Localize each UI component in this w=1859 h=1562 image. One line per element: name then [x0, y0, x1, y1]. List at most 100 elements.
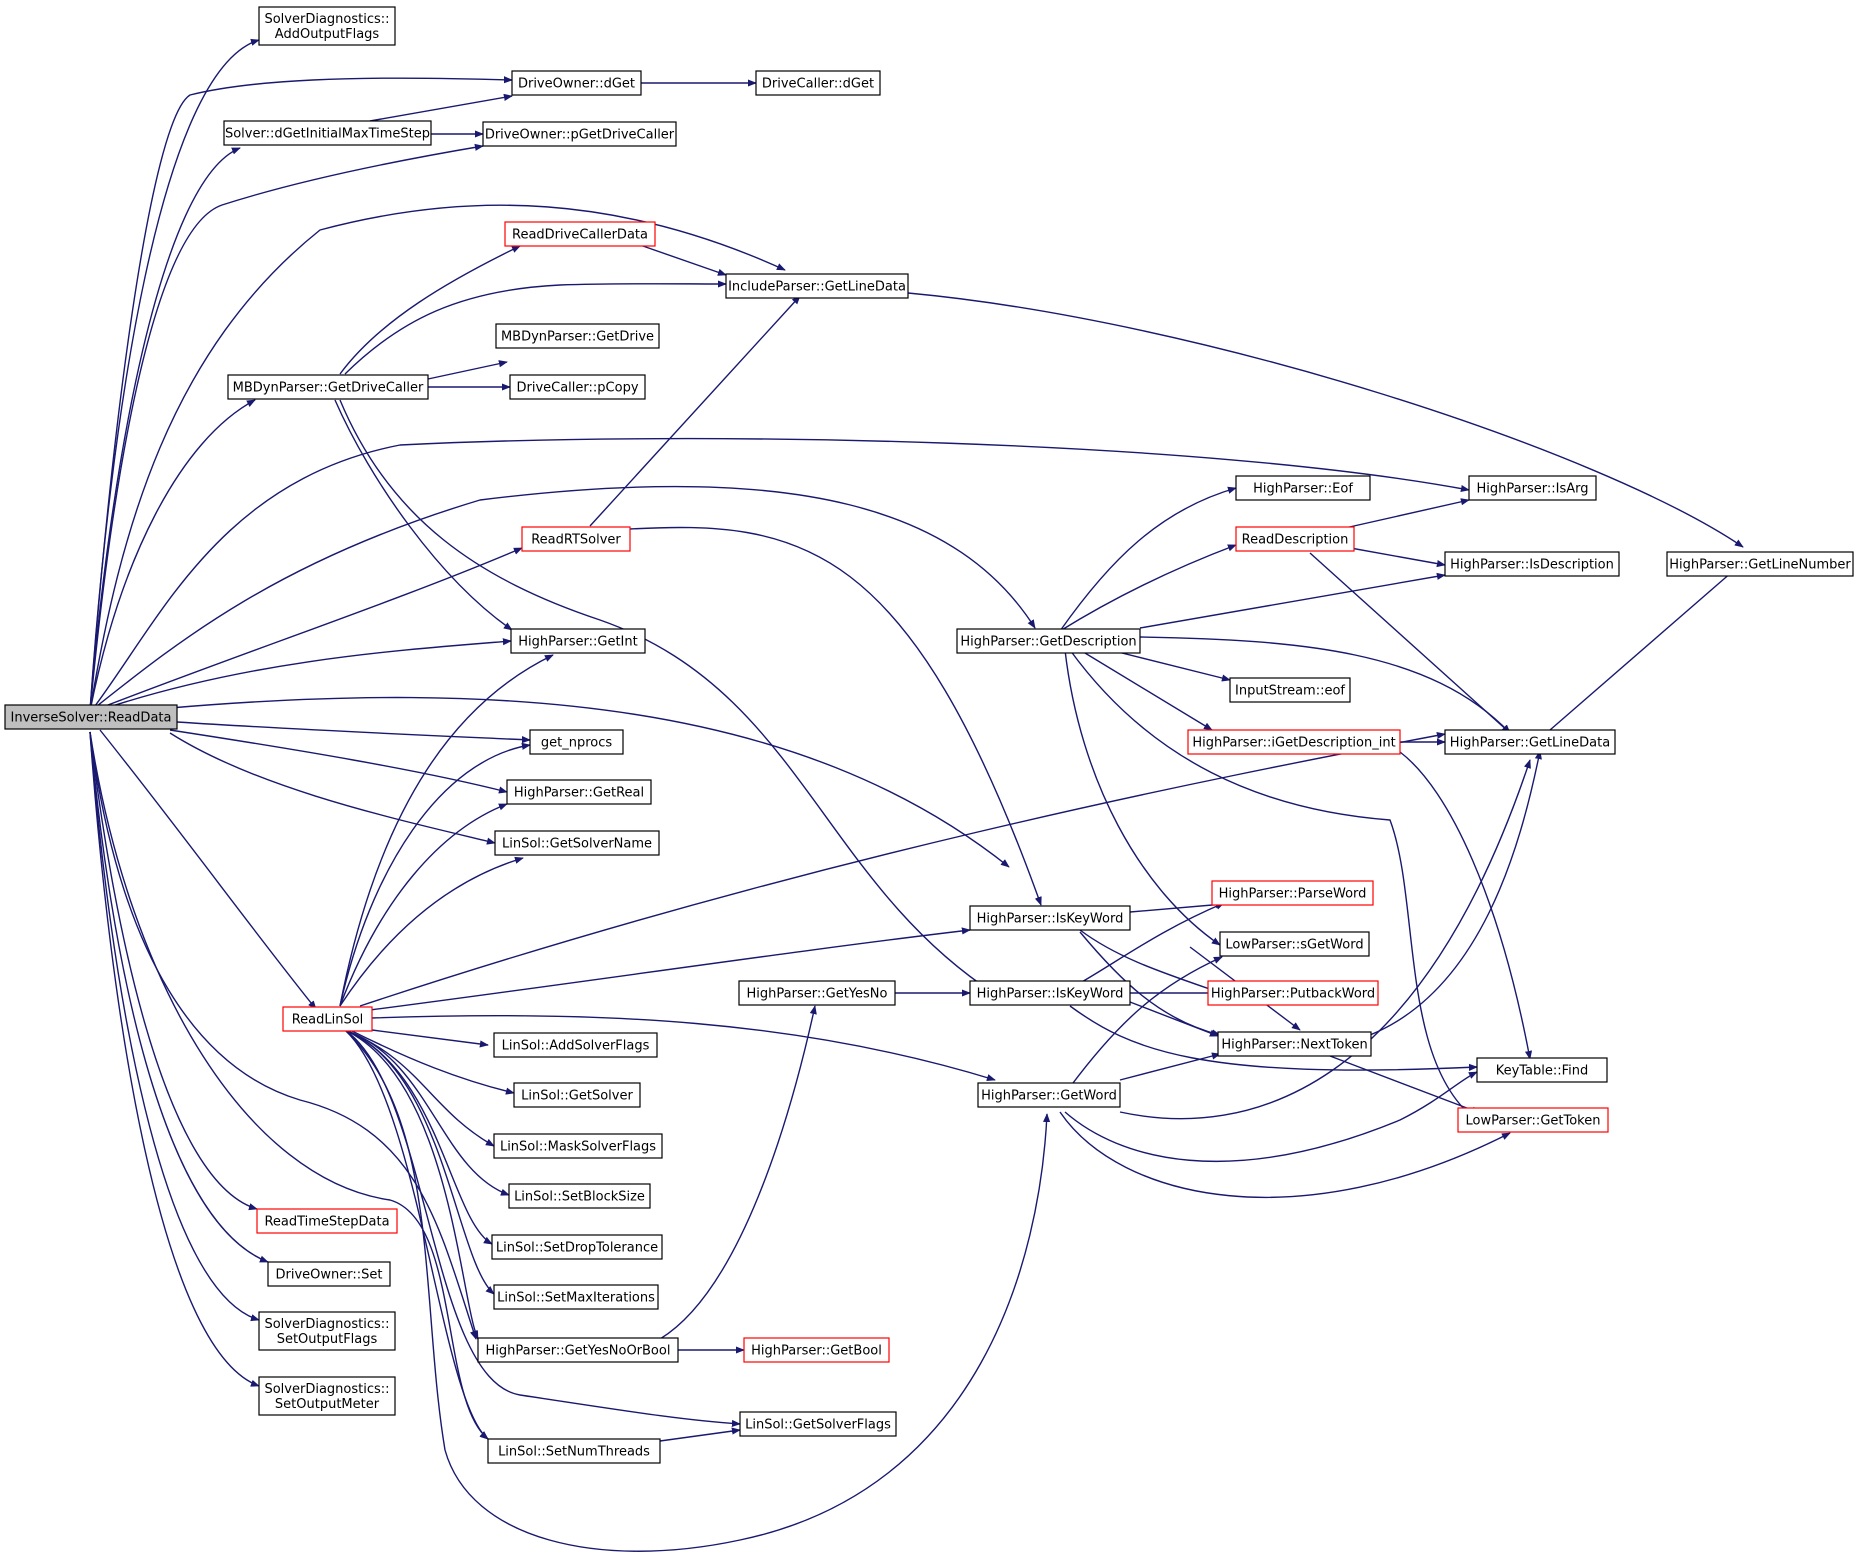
- node-ls-gsn[interactable]: LinSol::GetSolverName: [494, 830, 660, 856]
- node-hp-gln[interactable]: HighParser::GetLineNumber: [1666, 551, 1854, 577]
- node-lp-sgw[interactable]: LowParser::sGetWord: [1219, 931, 1370, 957]
- node-hp-gynb[interactable]: HighParser::GetYesNoOrBool: [477, 1337, 679, 1363]
- node-label: ReadRTSolver: [531, 533, 621, 548]
- node-label: HighParser::GetYesNo: [747, 987, 888, 1002]
- node-read-tsd[interactable]: ReadTimeStepData: [256, 1208, 398, 1234]
- node-label: Solver::dGetInitialMaxTimeStep: [225, 127, 430, 142]
- edge-root-read-ls: [99, 729, 317, 1010]
- node-label: MBDynParser::GetDrive: [501, 330, 654, 345]
- edge-hp-gword-lp-sgw: [1069, 956, 1223, 1088]
- node-do-dget[interactable]: DriveOwner::dGet: [511, 70, 642, 96]
- edge-read-ls-ls-smi: [344, 1029, 495, 1295]
- node-ls-sdt[interactable]: LinSol::SetDropTolerance: [491, 1234, 663, 1260]
- edge-hp-gdesc-hp-eof: [1059, 486, 1237, 632]
- node-label: SolverDiagnostics::: [264, 1317, 389, 1332]
- edge-hp-gdesc-is-eof: [1109, 649, 1231, 682]
- node-label: InputStream::eof: [1235, 684, 1345, 699]
- node-ip-gld[interactable]: IncludeParser::GetLineData: [725, 273, 909, 299]
- node-hp-gld[interactable]: HighParser::GetLineData: [1444, 729, 1616, 755]
- node-read-rts[interactable]: ReadRTSolver: [521, 526, 631, 552]
- node-dc-dget[interactable]: DriveCaller::dGet: [755, 70, 881, 96]
- node-hp-ikw2[interactable]: HighParser::IsKeyWord: [969, 980, 1131, 1006]
- edge-hp-gld-hp-gln: [1549, 564, 1741, 731]
- node-box: [493, 1133, 663, 1159]
- node-read-desc[interactable]: ReadDescription: [1235, 526, 1355, 552]
- node-box: [738, 980, 896, 1006]
- node-hp-nt[interactable]: HighParser::NextToken: [1217, 1031, 1372, 1057]
- node-box: [1457, 1107, 1609, 1133]
- node-get-nprocs[interactable]: get_nprocs: [529, 729, 624, 755]
- node-box: [1666, 551, 1854, 577]
- node-ls-gsf[interactable]: LinSol::GetSolverFlags: [739, 1411, 897, 1437]
- node-box: [267, 1261, 391, 1287]
- node-hp-gbool[interactable]: HighParser::GetBool: [743, 1337, 890, 1363]
- node-sd-sof[interactable]: SolverDiagnostics::SetOutputFlags: [258, 1311, 396, 1351]
- edge-root-hp-ikw1: [169, 696, 1010, 868]
- node-hp-greal[interactable]: HighParser::GetReal: [506, 779, 652, 805]
- node-ls-sbs[interactable]: LinSol::SetBlockSize: [508, 1183, 651, 1209]
- node-ls-smi[interactable]: LinSol::SetMaxIterations: [493, 1284, 659, 1310]
- node-label: HighParser::GetInt: [518, 635, 637, 650]
- node-hp-pw[interactable]: HighParser::ParseWord: [1211, 880, 1374, 906]
- node-hp-ikw1[interactable]: HighParser::IsKeyWord: [969, 905, 1131, 931]
- node-box: [511, 70, 642, 96]
- node-dc-pcopy[interactable]: DriveCaller::pCopy: [509, 374, 646, 400]
- node-is-eof[interactable]: InputStream::eof: [1229, 677, 1351, 703]
- edge-hp-ikw2-hp-pw: [1079, 902, 1225, 984]
- node-label: HighParser::IsKeyWord: [977, 912, 1124, 927]
- edge-mbd-gdc-hp-gint: [334, 399, 513, 631]
- edge-root-hp-greal: [169, 729, 508, 794]
- node-ls-msf[interactable]: LinSol::MaskSolverFlags: [493, 1133, 663, 1159]
- node-hp-isarg[interactable]: HighParser::IsArg: [1468, 475, 1597, 501]
- edge-root-ls-gsn: [169, 732, 496, 845]
- node-lp-gtok[interactable]: LowParser::GetToken: [1457, 1107, 1609, 1133]
- node-box: [504, 221, 656, 247]
- node-label: LinSol::SetDropTolerance: [496, 1241, 658, 1256]
- node-label: ReadTimeStepData: [264, 1215, 389, 1230]
- edge-read-desc-hp-isarg: [1344, 498, 1470, 529]
- node-hp-gdesc[interactable]: HighParser::GetDescription: [956, 628, 1141, 654]
- node-box: [1217, 1031, 1372, 1057]
- node-box: [506, 779, 652, 805]
- node-do-set[interactable]: DriveOwner::Set: [267, 1261, 391, 1287]
- node-ls-gs[interactable]: LinSol::GetSolver: [513, 1082, 641, 1108]
- node-kt-find[interactable]: KeyTable::Find: [1476, 1057, 1608, 1083]
- node-hp-gyn[interactable]: HighParser::GetYesNo: [738, 980, 896, 1006]
- edge-hp-nt-lp-gtok: [1329, 1055, 1481, 1114]
- node-do-pget[interactable]: DriveOwner::pGetDriveCaller: [482, 121, 677, 147]
- edge-root-hp-gint: [99, 638, 512, 711]
- node-mbd-gdrive[interactable]: MBDynParser::GetDrive: [495, 323, 660, 349]
- node-box: [969, 905, 1131, 931]
- edge-read-ls-ls-gsn: [339, 856, 524, 1007]
- node-hp-eof[interactable]: HighParser::Eof: [1235, 475, 1371, 501]
- node-ls-asf[interactable]: LinSol::AddSolverFlags: [493, 1032, 658, 1058]
- node-label: get_nprocs: [541, 736, 612, 751]
- node-solver-dgim[interactable]: Solver::dGetInitialMaxTimeStep: [223, 120, 432, 146]
- node-hp-gword[interactable]: HighParser::GetWord: [977, 1082, 1121, 1108]
- node-hp-pbw[interactable]: HighParser::PutbackWord: [1207, 980, 1379, 1006]
- node-label: HighParser::GetYesNoOrBool: [486, 1344, 671, 1359]
- node-box: [482, 121, 677, 147]
- node-box: [258, 6, 396, 46]
- node-read-ls[interactable]: ReadLinSol: [282, 1006, 373, 1032]
- node-hp-gint[interactable]: HighParser::GetInt: [510, 628, 646, 654]
- edge-root-read-tsd: [89, 731, 258, 1211]
- node-ls-snt[interactable]: LinSol::SetNumThreads: [487, 1438, 661, 1464]
- node-sd-som[interactable]: SolverDiagnostics::SetOutputMeter: [258, 1376, 396, 1416]
- node-box: [493, 1284, 659, 1310]
- node-label: LowParser::sGetWord: [1225, 938, 1363, 953]
- edge-read-ls-hp-gword-loop: [344, 1029, 1051, 1552]
- node-box: [1187, 729, 1401, 755]
- node-mbd-gdc[interactable]: MBDynParser::GetDriveCaller: [227, 374, 429, 400]
- node-hp-igd[interactable]: HighParser::iGetDescription_int: [1187, 729, 1401, 755]
- node-box: [477, 1337, 679, 1363]
- node-label: DriveCaller::pCopy: [516, 381, 638, 396]
- node-box: [521, 526, 631, 552]
- node-box: [1235, 475, 1371, 501]
- node-sd-add[interactable]: SolverDiagnostics::AddOutputFlags: [258, 6, 396, 46]
- node-label: HighParser::PutbackWord: [1211, 987, 1375, 1002]
- node-root[interactable]: InverseSolver::ReadData: [4, 704, 178, 730]
- node-hp-isdesc[interactable]: HighParser::IsDescription: [1444, 551, 1620, 577]
- node-read-dcd[interactable]: ReadDriveCallerData: [504, 221, 656, 247]
